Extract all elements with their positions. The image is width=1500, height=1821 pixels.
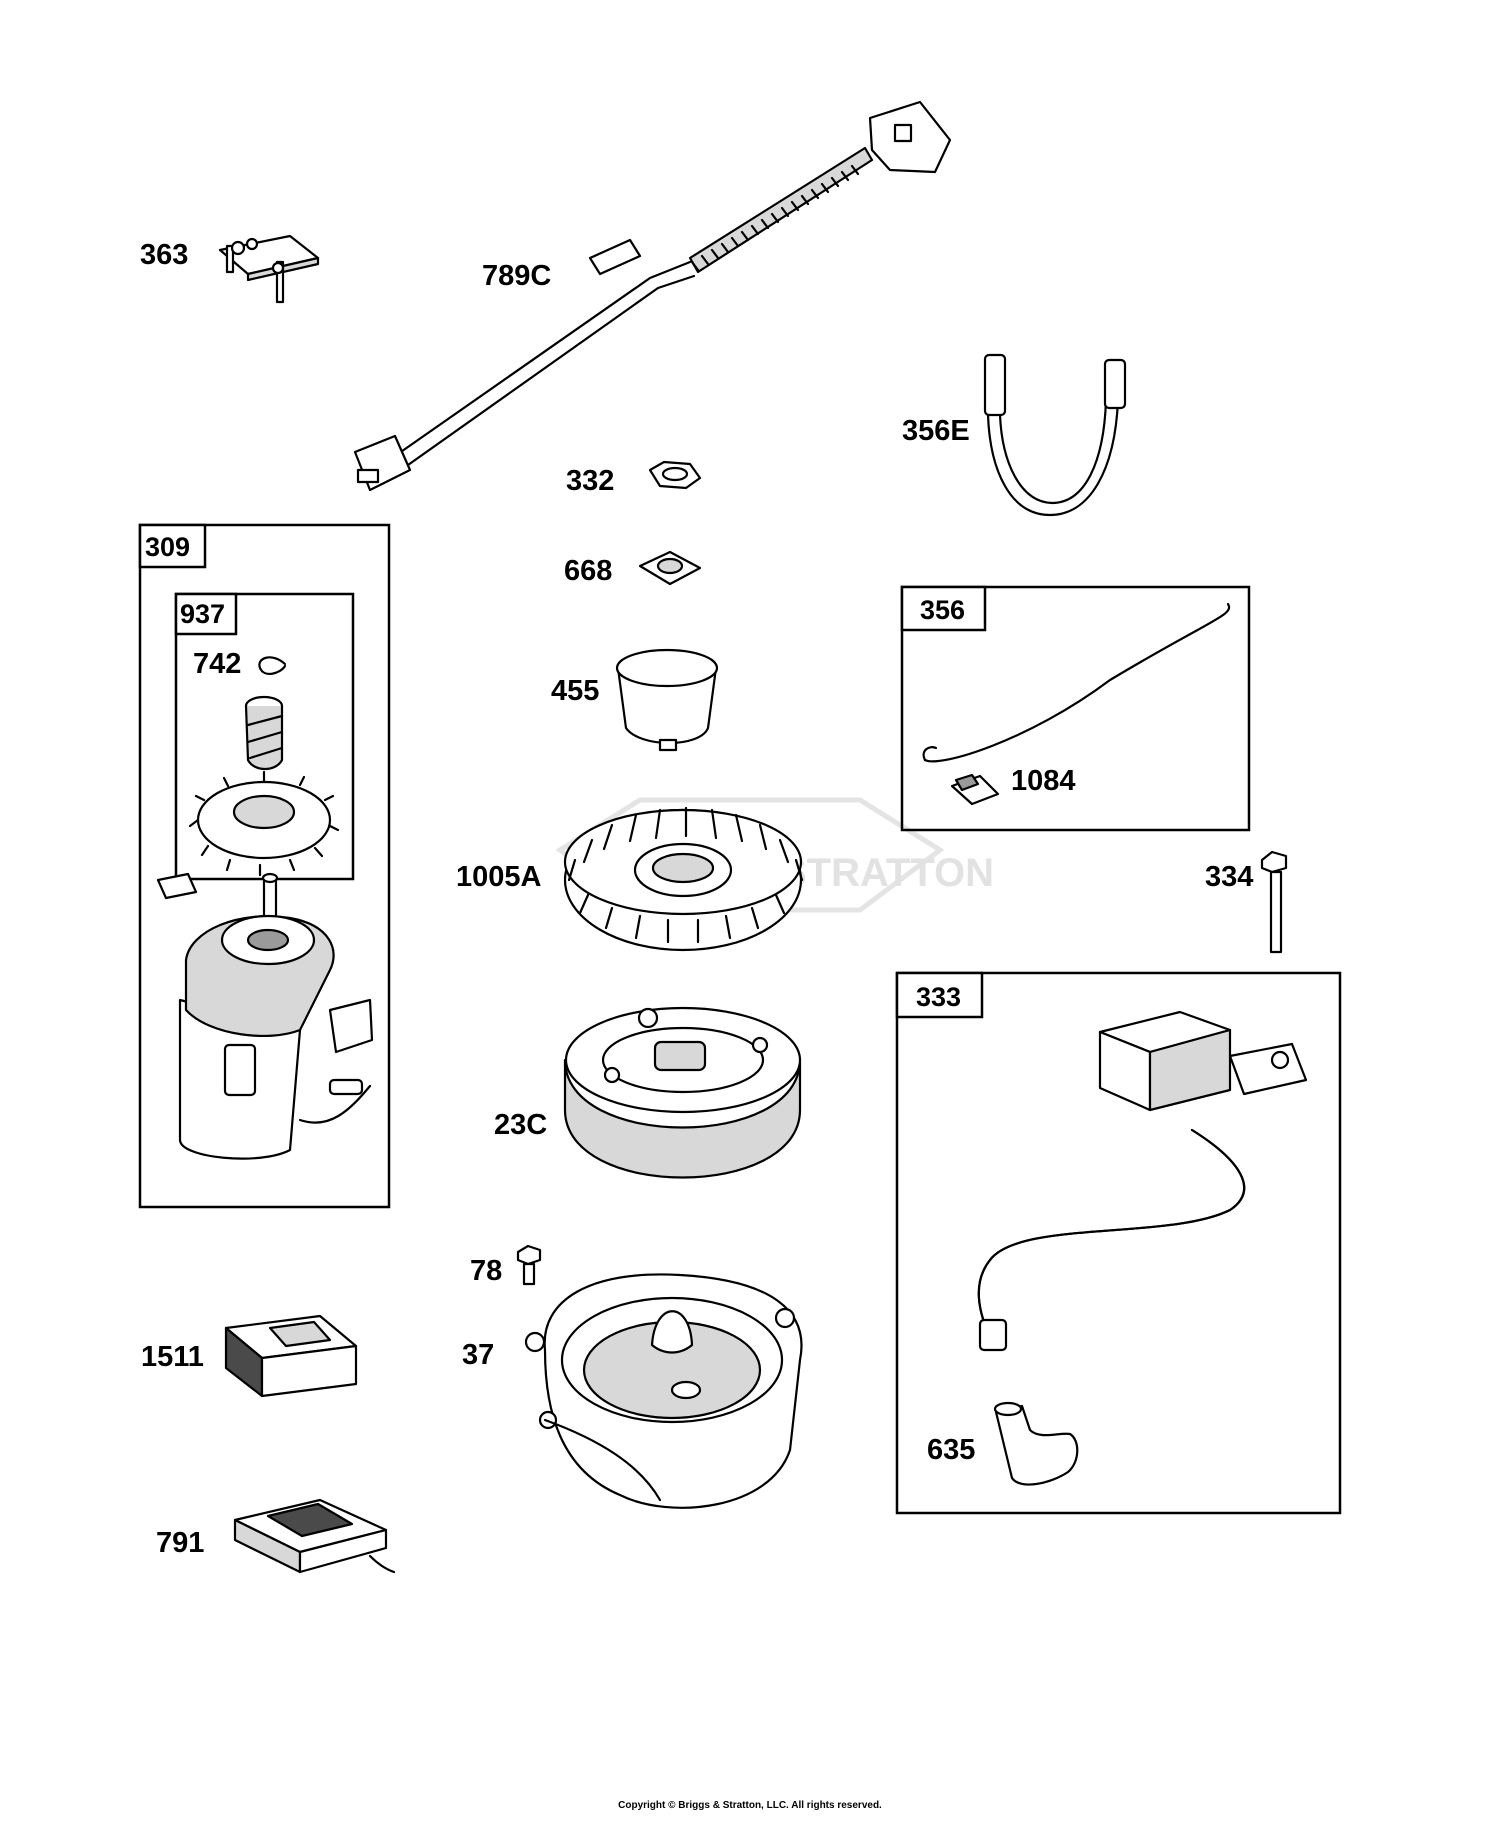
part-23C-ring [563, 1006, 802, 1179]
label-363: 363 [140, 239, 188, 271]
group-333-label: 333 [916, 982, 961, 1012]
label-791: 791 [156, 1527, 204, 1559]
group-937-label: 937 [180, 599, 225, 629]
label-1511: 1511 [141, 1341, 204, 1373]
part-363-bracket [218, 234, 320, 304]
part-332-nut [648, 460, 702, 490]
label-1005A: 1005A [456, 861, 542, 893]
label-23C: 23C [494, 1109, 547, 1141]
copyright-notice: Copyright © Briggs & Stratton, LLC. All … [618, 1800, 882, 1811]
part-1084-terminal [950, 773, 1000, 806]
group-356-frame: 356 [900, 585, 1251, 832]
label-37: 37 [462, 1339, 494, 1371]
part-635-boot [993, 1401, 1079, 1486]
label-356E: 356E [902, 415, 970, 447]
part-789C-harness [353, 100, 952, 492]
part-37-housing [524, 1273, 803, 1509]
part-356-wire [922, 602, 1231, 763]
label-334: 334 [1205, 861, 1253, 893]
label-742: 742 [193, 648, 241, 680]
group-356-label: 356 [920, 595, 965, 625]
part-791-charger [233, 1498, 396, 1574]
part-333-armature [977, 1010, 1308, 1352]
label-455: 455 [551, 675, 599, 707]
label-1084: 1084 [1011, 765, 1076, 797]
part-1511-battery [224, 1314, 358, 1398]
group-309-label: 309 [145, 532, 190, 562]
part-937-gear-assembly [188, 695, 340, 877]
group-333-frame: 333 [895, 971, 1342, 1515]
label-789C: 789C [482, 260, 551, 292]
label-668: 668 [564, 555, 612, 587]
part-1005A-flywheel [563, 806, 804, 952]
part-309-starter [156, 872, 374, 1160]
part-356E-leads [983, 353, 1127, 517]
label-78: 78 [470, 1255, 502, 1287]
part-455-cup [615, 648, 719, 752]
part-742-clip [258, 656, 287, 675]
part-668-washer [638, 550, 702, 586]
label-635: 635 [927, 1434, 975, 1466]
part-78-bolt [516, 1244, 542, 1286]
group-309-frame: 309 [138, 523, 391, 1209]
part-334-bolt [1260, 850, 1288, 954]
watermark-text: STRATTON [780, 851, 994, 895]
label-332: 332 [566, 465, 614, 497]
